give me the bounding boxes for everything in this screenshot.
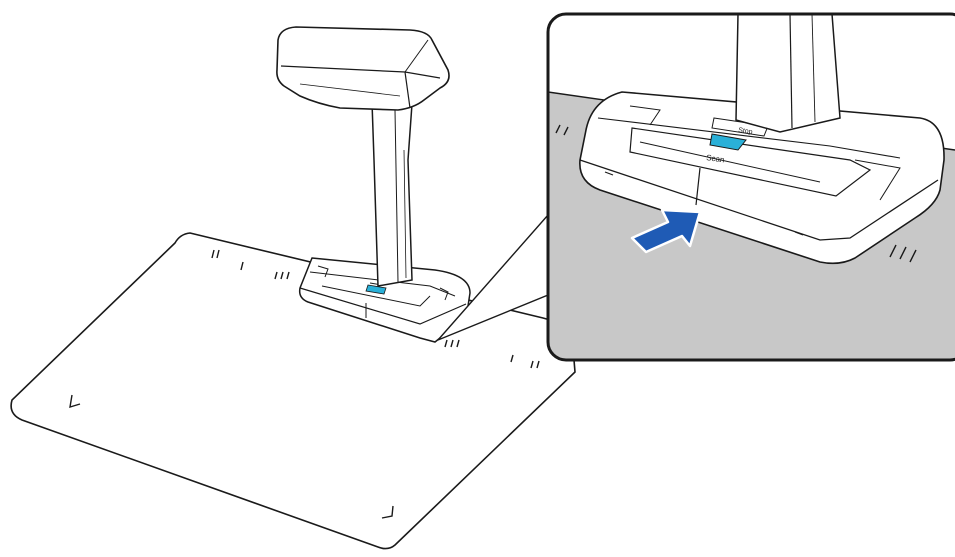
scanner-device bbox=[276, 26, 471, 343]
stop-button-label: Stop bbox=[738, 127, 753, 136]
push-arrow-icon bbox=[630, 208, 702, 254]
scanner-head bbox=[276, 26, 450, 111]
zoomed-scanner-column bbox=[735, 14, 841, 133]
scan-button bbox=[709, 133, 747, 151]
scan-button-label: Scan bbox=[706, 153, 725, 164]
scan-button-small bbox=[365, 284, 387, 295]
pad-position-marks bbox=[69, 249, 540, 519]
zoom-callout: Stop Scan bbox=[546, 12, 955, 362]
